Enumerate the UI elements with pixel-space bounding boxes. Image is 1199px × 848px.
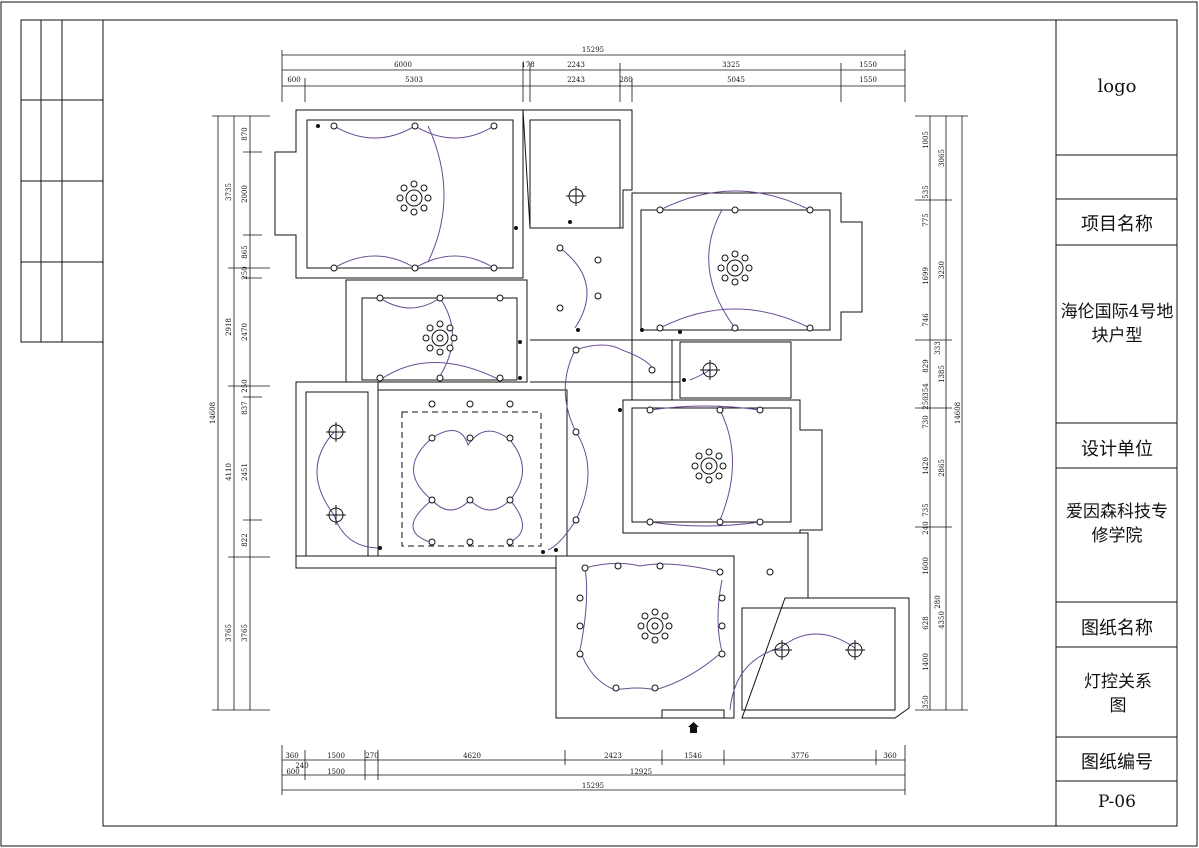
dim-top: 1550: [859, 61, 877, 69]
dim-right: 354: [922, 383, 930, 397]
dim-right: 350: [922, 695, 930, 708]
dimension-lines-bottom: [281, 745, 906, 795]
dim-bottom: 270: [365, 752, 378, 760]
dim-right: 1005: [922, 131, 930, 149]
dim-top: 2243: [567, 76, 585, 84]
dim-left: 2470: [241, 323, 249, 341]
drawing-name-label: 图纸名称: [1081, 618, 1153, 639]
dim-top: 5303: [405, 76, 423, 84]
dim-right: 2865: [938, 459, 946, 477]
dim-right: 735: [922, 503, 930, 516]
dim-right: 1600: [922, 557, 930, 575]
dim-bottom: 360: [883, 752, 896, 760]
design-unit-label: 设计单位: [1081, 439, 1153, 460]
dim-left: 822: [241, 533, 249, 546]
dim-bottom: 240: [295, 762, 308, 770]
dim-bottom: 3776: [791, 752, 809, 760]
dim-left: 2451: [241, 463, 249, 481]
dim-right: 280: [934, 595, 942, 608]
dimension-lines-sides: [212, 115, 968, 711]
dim-bottom-total: 15295: [582, 782, 604, 790]
dim-right: 3065: [938, 149, 946, 167]
downlights: [326, 186, 865, 660]
dim-bottom: 1546: [684, 752, 702, 760]
dim-left-total: 14608: [209, 402, 217, 424]
dim-bottom: 1500: [327, 768, 345, 776]
dim-right: 775: [922, 213, 930, 226]
dimension-texts-right: 14608 3065 3230 1385 2865 4350 1005 535 …: [922, 131, 962, 709]
dim-bottom: 12925: [630, 768, 652, 776]
lighting-circuits: [316, 125, 856, 711]
dim-right: 628: [922, 616, 930, 629]
dim-right: 829: [922, 359, 930, 372]
dimension-texts-top: 15295 6000 178 2243 3325 1550 600 5303 2…: [287, 46, 877, 84]
drawing-number: P-06: [1098, 792, 1136, 812]
dim-right: 1385: [938, 365, 946, 383]
dim-left: 3765: [225, 624, 233, 642]
logo-text: logo: [1097, 76, 1137, 97]
dim-top: 600: [287, 76, 300, 84]
dim-top: 6000: [394, 61, 412, 69]
dim-top: 3325: [722, 61, 740, 69]
design-unit: 爱因森科技专修学院: [1066, 502, 1168, 546]
dim-right: 250: [922, 396, 930, 409]
drawing-name: 灯控关系图: [1084, 672, 1152, 716]
dim-left: 4110: [225, 463, 233, 481]
dim-bottom: 2423: [604, 752, 622, 760]
dimension-texts-bottom: 360 1500 270 4620 2423 1546 3776 360 600…: [285, 752, 896, 790]
dim-left: 3735: [225, 183, 233, 201]
dim-right-total: 14608: [954, 402, 962, 424]
light-fixtures: [330, 122, 814, 692]
dim-right: 240: [922, 521, 930, 534]
switches: [316, 124, 686, 554]
dim-right: 3230: [938, 261, 946, 279]
dim-top: 2243: [567, 61, 585, 69]
drawing-number-label: 图纸编号: [1081, 752, 1153, 773]
entrance-arrow-icon: [688, 722, 699, 733]
dim-top: 178: [521, 61, 534, 69]
dim-right: 333: [934, 341, 942, 354]
dim-left: 2000: [241, 185, 249, 203]
dimension-texts-left: 14608 3735 2918 4110 3765 870 2000 865 2…: [209, 127, 249, 642]
dim-bottom: 360: [285, 752, 298, 760]
dim-bottom: 600: [286, 768, 299, 776]
chandeliers: [396, 180, 753, 644]
dim-bottom: 1500: [327, 752, 345, 760]
dim-left: 250: [241, 266, 249, 279]
dim-top: 280: [619, 76, 632, 84]
dim-top: 5045: [727, 76, 745, 84]
dim-left: 865: [241, 245, 249, 258]
project-name: 海伦国际4号地块户型: [1060, 302, 1174, 346]
dimension-lines-top: [281, 50, 906, 102]
dim-right: 730: [922, 415, 930, 428]
dim-right: 746: [922, 313, 930, 327]
dim-left: 870: [241, 127, 249, 140]
dim-left: 837: [241, 401, 249, 414]
dim-top-total: 15295: [582, 46, 604, 54]
project-name-label: 项目名称: [1081, 214, 1153, 235]
dim-right: 4350: [938, 611, 946, 629]
dim-right: 1420: [922, 457, 930, 475]
dim-right: 535: [922, 185, 930, 198]
dim-bottom: 4620: [463, 752, 481, 760]
dim-left: 2918: [225, 318, 233, 336]
dim-right: 1699: [922, 267, 930, 285]
dim-top: 1550: [859, 76, 877, 84]
dim-left: 3765: [241, 624, 249, 642]
dim-left: 250: [241, 379, 249, 392]
dim-right: 1400: [922, 653, 930, 671]
walls: [274, 109, 910, 719]
